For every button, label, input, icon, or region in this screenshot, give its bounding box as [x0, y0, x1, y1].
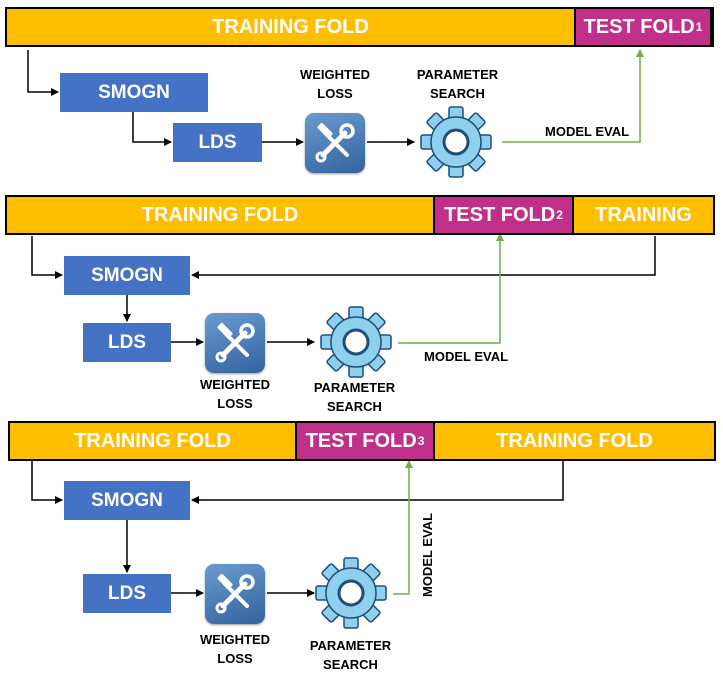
fold3-training-left-segment: TRAINING FOLD [10, 423, 295, 459]
fold2-training-right-segment: TRAINING [574, 197, 713, 233]
fold1-lds-box: LDS [173, 123, 262, 162]
tools-icon [305, 113, 365, 173]
fold3-eval-line [393, 460, 413, 595]
fold3-training-left-label: TRAINING FOLD [74, 429, 231, 452]
fold2-arrow-left-to-smogn [31, 236, 63, 279]
fold1-param-line2: SEARCH [430, 86, 485, 101]
fold3-training-right-label: TRAINING FOLD [496, 429, 653, 452]
fold3-test-label: TEST FOLD [305, 429, 417, 452]
fold2-lds-label: LDS [108, 331, 146, 353]
fold1-parameter-search-label: PARAMETER SEARCH [405, 65, 510, 103]
fold1-test-label: TEST FOLD [583, 15, 695, 38]
fold2-test-label: TEST FOLD [444, 203, 556, 226]
fold1-model-eval-label: MODEL EVAL [545, 124, 630, 139]
fold3-weighted-line2: LOSS [217, 651, 253, 666]
fold2-weighted-line2: LOSS [217, 396, 253, 411]
fold3-smogn-label: SMOGN [91, 489, 163, 511]
fold3-param-line2: SEARCH [323, 657, 378, 672]
fold1-training-segment: TRAINING FOLD [7, 9, 574, 45]
tools-icon [205, 564, 265, 624]
fold1-smogn-label: SMOGN [98, 81, 170, 103]
fold3-weighted-loss-label: WEIGHTED LOSS [185, 630, 285, 668]
fold3-lds-label: LDS [108, 582, 146, 604]
fold2-param-line2: SEARCH [327, 399, 382, 414]
fold2-training-left-segment: TRAINING FOLD [7, 197, 433, 233]
fold3-parameter-search-label: PARAMETER SEARCH [298, 636, 403, 674]
fold3-arrow-left-to-smogn [31, 460, 63, 504]
fold1-weighted-line2: LOSS [317, 86, 353, 101]
fold1-training-label: TRAINING FOLD [212, 15, 369, 38]
fold2-model-eval-label: MODEL EVAL [424, 349, 509, 364]
fold1-arrow-smogn-to-lds [132, 112, 172, 146]
gear-icon [316, 302, 396, 382]
fold1-eval-line [502, 49, 644, 143]
fold1-weighted-line1: WEIGHTED [299, 67, 371, 82]
fold3-training-right-segment: TRAINING FOLD [435, 423, 714, 459]
fold3-lds-box: LDS [83, 574, 171, 613]
fold3-arrow-right-to-smogn [191, 460, 564, 504]
fold2-smogn-label: SMOGN [91, 264, 163, 286]
fold2-training-left-label: TRAINING FOLD [141, 203, 299, 226]
gear-icon [311, 553, 391, 633]
fold1-weighted-loss-label: WEIGHTED LOSS [285, 65, 385, 103]
fold2-lds-box: LDS [83, 323, 171, 362]
fold2-eval-line [398, 233, 504, 344]
fold2-weighted-loss-label: WEIGHTED LOSS [185, 375, 285, 413]
fold3-smogn-box: SMOGN [64, 481, 190, 520]
fold1-test-subscript: 1 [695, 20, 703, 34]
fold2-param-line1: PARAMETER [313, 380, 396, 395]
fold2-parameter-search-label: PARAMETER SEARCH [302, 378, 407, 416]
fold2-arrow-right-to-smogn [191, 236, 656, 279]
fold1-smogn-box: SMOGN [60, 73, 208, 112]
fold3-test-subscript: 3 [417, 434, 425, 448]
fold2-test-subscript: 2 [556, 208, 563, 222]
fold2-smogn-box: SMOGN [64, 256, 190, 295]
fold3-weighted-line1: WEIGHTED [199, 632, 271, 647]
fold3-model-eval-label: MODEL EVAL [420, 512, 435, 598]
gear-icon [416, 102, 496, 182]
fold1-param-line1: PARAMETER [416, 67, 499, 82]
fold2-weighted-line1: WEIGHTED [199, 377, 271, 392]
fold1-lds-label: LDS [198, 131, 237, 153]
tools-icon [205, 313, 265, 373]
fold2-training-right-label: TRAINING [595, 203, 692, 226]
fold3-param-line1: PARAMETER [309, 638, 392, 653]
fold1-arrow-to-smogn [27, 50, 59, 96]
